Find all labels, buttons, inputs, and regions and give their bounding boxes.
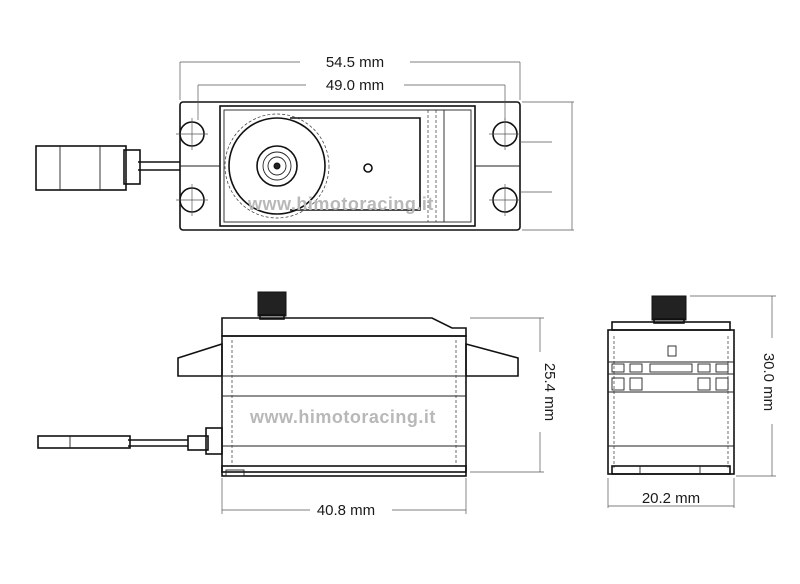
output-spline — [257, 291, 287, 317]
mounting-hole-top-right — [489, 118, 521, 150]
side-top-cap — [221, 317, 467, 337]
end-output-spline — [651, 295, 687, 321]
mounting-hole-bottom-right — [489, 184, 521, 216]
watermark-side: www.himotoracing.it — [249, 407, 436, 427]
end-view: 20.2 mm 30.0 mm — [607, 295, 777, 508]
mounting-hole-top-left — [176, 118, 208, 150]
dim-top-mounting-width: 49.0 mm — [326, 77, 384, 94]
dim-top-outer-width: 54.5 mm — [326, 54, 384, 71]
top-wire-connector — [35, 145, 180, 191]
top-view: 54.5 mm 49.0 mm www.himotoracing.it — [35, 54, 574, 231]
side-mounting-flange — [177, 342, 223, 377]
end-main-body — [607, 329, 735, 475]
end-dimension-lines — [607, 295, 776, 508]
side-view: 40.8 mm 25.4 mm www.himotoracing.it — [37, 291, 558, 519]
gear-housing — [224, 113, 421, 219]
dim-end-width: 20.2 mm — [642, 490, 700, 507]
mounting-hole-bottom-left — [176, 184, 208, 216]
side-dimension-lines — [221, 317, 544, 514]
side-main-body — [221, 335, 467, 473]
top-dimension-lines — [179, 61, 574, 231]
dim-side-height: 25.4 mm — [541, 363, 558, 421]
watermark-top: www.himotoracing.it — [247, 194, 434, 214]
case-screw-hole — [363, 163, 373, 173]
dim-end-height: 30.0 mm — [760, 353, 777, 411]
side-wire-connector — [37, 427, 223, 455]
dim-side-body-length: 40.8 mm — [317, 502, 375, 519]
